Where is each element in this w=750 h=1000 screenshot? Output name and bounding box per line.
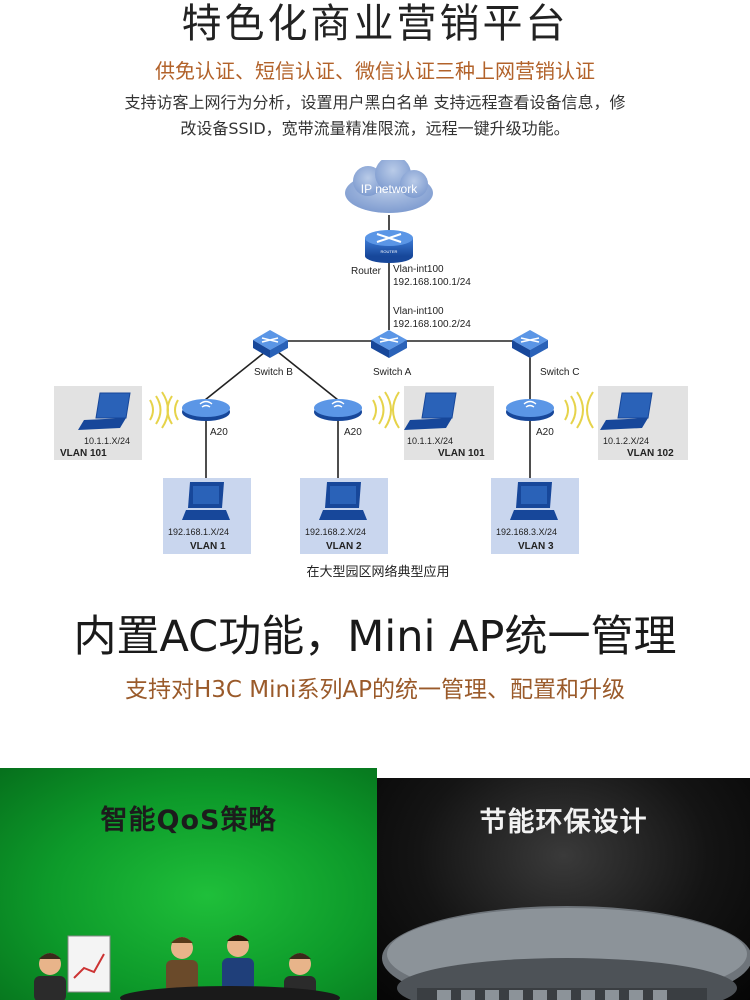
router-label: Router [351, 266, 382, 277]
pc-3-vlan: VLAN 3 [518, 541, 554, 552]
ac-section-title: 内置AC功能，Mini AP统一管理 [73, 612, 677, 662]
description-line-1: 支持访客上网行为分析，设置用户黑白名单 支持远程查看设备信息，修 [124, 93, 626, 112]
ap-2-icon [314, 399, 362, 421]
qos-panel-title: 智能QoS策略 [100, 805, 277, 836]
router-vlan-label: Vlan-int100 [393, 264, 444, 275]
ip-network-cloud: IP network [345, 160, 433, 213]
pc-2-icon [319, 482, 367, 520]
page-title: 特色化商业营销平台 [181, 1, 569, 47]
ap-3-icon [506, 399, 554, 421]
pc-1-icon [182, 482, 230, 520]
energy-saving-panel-title: 节能环保设计 [479, 807, 648, 838]
switch-ip-label: 192.168.100.2/24 [393, 319, 471, 330]
laptop-2-ip: 10.1.1.X/24 [407, 436, 453, 446]
laptop-2-vlan: VLAN 101 [438, 448, 485, 459]
pc-1-ip: 192.168.1.X/24 [168, 527, 229, 537]
laptop-3-ip: 10.1.2.X/24 [603, 436, 649, 446]
switch-vlan-label: Vlan-int100 [393, 306, 444, 317]
laptop-1-icon [78, 392, 131, 430]
laptop-2-icon [404, 392, 457, 430]
pc-2-ip: 192.168.2.X/24 [305, 527, 366, 537]
switch-a-label: Switch A [373, 367, 412, 378]
description-line-2: 改设备SSID，宽带流量精准限流，远程一键升级功能。 [180, 119, 570, 138]
laptop-1-ip: 10.1.1.X/24 [84, 436, 130, 446]
device-illustration [382, 906, 750, 1000]
qos-panel: 智能QoS策略 [0, 768, 377, 1000]
wifi-signal-icons [149, 391, 594, 429]
ac-section-subtitle: 支持对H3C Mini系列AP的统一管理、配置和升级 [124, 677, 626, 703]
switch-b-icon [253, 330, 288, 358]
switch-c-label: Switch C [540, 367, 579, 378]
page-subtitle: 供免认证、短信认证、微信认证三种上网营销认证 [155, 59, 595, 83]
meeting-people-illustration [34, 935, 340, 1000]
energy-saving-panel: 节能环保设计 [377, 778, 750, 1000]
pc-3-icon [510, 482, 558, 520]
laptop-3-icon [600, 392, 653, 430]
laptop-3-vlan: VLAN 102 [627, 448, 674, 459]
laptop-1-vlan: VLAN 101 [60, 448, 107, 459]
router-ip-label: 192.168.100.1/24 [393, 277, 471, 288]
ap-1-label: A20 [210, 427, 228, 438]
cloud-label: IP network [361, 182, 418, 196]
network-diagram: IP network ROUTER Router Vlan-int100 192… [54, 160, 688, 579]
pc-3-ip: 192.168.3.X/24 [496, 527, 557, 537]
diagram-caption: 在大型园区网络典型应用 [306, 564, 449, 579]
switch-b-label: Switch B [254, 367, 293, 378]
ap-2-label: A20 [344, 427, 362, 438]
router-icon: ROUTER [365, 230, 413, 263]
router-icon-text: ROUTER [381, 249, 398, 254]
pc-1-vlan: VLAN 1 [190, 541, 226, 552]
switch-c-icon [512, 330, 548, 358]
pc-2-vlan: VLAN 2 [326, 541, 362, 552]
ap-3-label: A20 [536, 427, 554, 438]
switch-a-icon [371, 330, 407, 358]
ap-1-icon [182, 399, 230, 421]
